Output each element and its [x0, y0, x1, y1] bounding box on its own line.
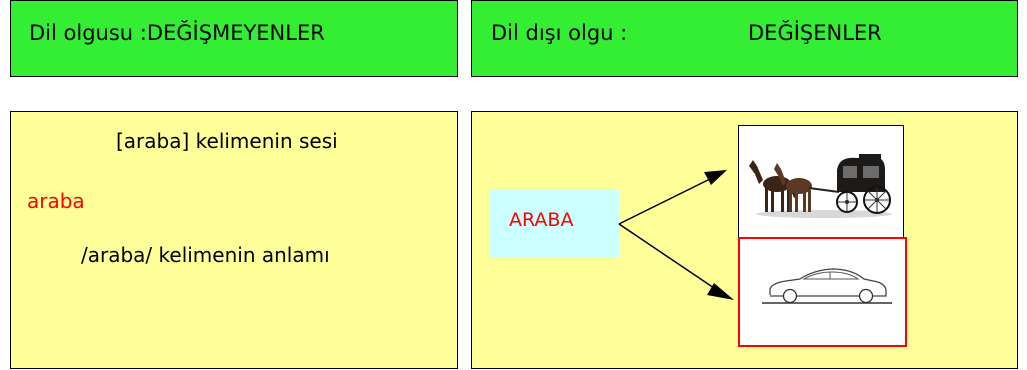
arrow-line-upper: [618, 177, 713, 225]
header-left-title: Dil olgusu :DEĞİŞMEYENLER: [29, 21, 325, 45]
car-image: [738, 237, 907, 347]
word-red: araba: [27, 189, 85, 213]
horse-carriage-icon: [749, 154, 892, 218]
car-icon: [762, 268, 892, 304]
header-left: Dil olgusu :DEĞİŞMEYENLER: [10, 0, 458, 77]
arrows: [618, 170, 734, 300]
header-right-value: DEĞİŞENLER: [748, 21, 882, 45]
arrow-head-lower: [707, 283, 734, 300]
header-right-label: Dil dışı olgu :: [491, 21, 628, 45]
arrow-head-upper: [704, 170, 727, 185]
meaning-text: /araba/ kelimenin anlamı: [81, 243, 330, 267]
word-box-label: ARABA: [509, 209, 574, 231]
word-box: ARABA: [489, 190, 619, 258]
arrow-line-lower: [618, 223, 718, 291]
header-right: Dil dışı olgu : DEĞİŞENLER: [471, 0, 1018, 77]
left-panel: [araba] kelimenin sesi araba /araba/ kel…: [10, 111, 458, 369]
sound-text: [araba] kelimenin sesi: [116, 129, 338, 153]
horse-carriage-image: [738, 125, 904, 238]
right-panel: ARABA: [471, 111, 1018, 369]
